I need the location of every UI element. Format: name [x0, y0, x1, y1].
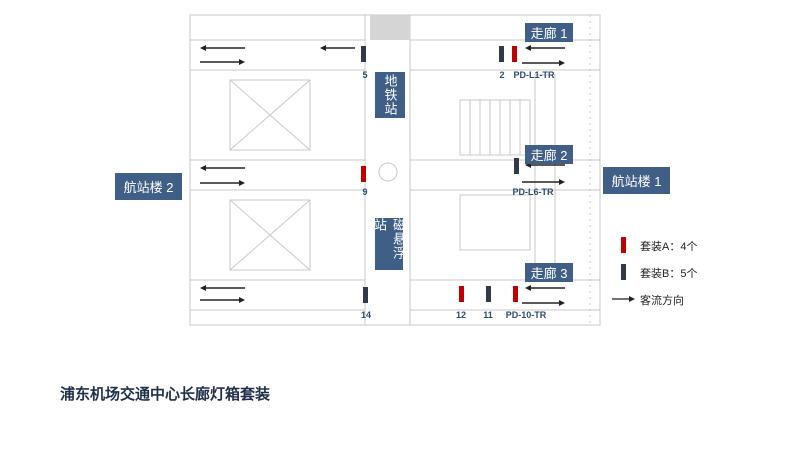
corridor-3-label: 走廊 3 [525, 263, 573, 282]
corridor-2-label: 走廊 2 [525, 145, 573, 164]
floor-plan [189, 14, 601, 326]
maglev-station-label: 磁悬浮站 [372, 218, 406, 270]
lightbox-12 [459, 286, 464, 302]
marker-label: 2 [499, 70, 505, 80]
legend-flow: 客流方向 [640, 295, 684, 307]
legend-set-b: 套装B：5个 [640, 268, 698, 280]
marker-label: 11 [483, 310, 493, 320]
marker-label: 9 [362, 187, 368, 197]
flow-arrows [200, 47, 565, 304]
marker-label: 12 [455, 310, 467, 320]
marker-label: PD-10-TR [505, 310, 547, 320]
lightbox-11 [486, 286, 491, 302]
marker-label: 14 [360, 310, 372, 320]
lightbox-9 [361, 166, 366, 182]
legend-set-a: 套装A：4个 [640, 241, 698, 253]
corridor-1-label: 走廊 1 [525, 23, 573, 42]
lightbox-pd-l1-tr [512, 46, 517, 62]
metro-station-label: 地铁站 [375, 72, 405, 118]
legend-swatch-a [621, 237, 626, 253]
lightbox-pd-10-tr [513, 286, 518, 302]
lightbox-2 [499, 46, 504, 62]
terminal-2-label: 航站楼 2 [115, 173, 182, 200]
page-title: 浦东机场交通中心长廊灯箱套装 [60, 386, 271, 403]
arrow-right-icon [612, 296, 635, 302]
terminal-1-label: 航站楼 1 [603, 167, 670, 194]
marker-label: PD-L6-TR [512, 187, 554, 197]
lightbox-pd-l6-tr [514, 158, 519, 174]
legend-swatch-b [621, 264, 626, 280]
marker-label: PD-L1-TR [513, 70, 555, 80]
lightbox-5 [361, 46, 366, 62]
lightbox-14 [363, 287, 368, 303]
marker-label: 5 [362, 70, 368, 80]
